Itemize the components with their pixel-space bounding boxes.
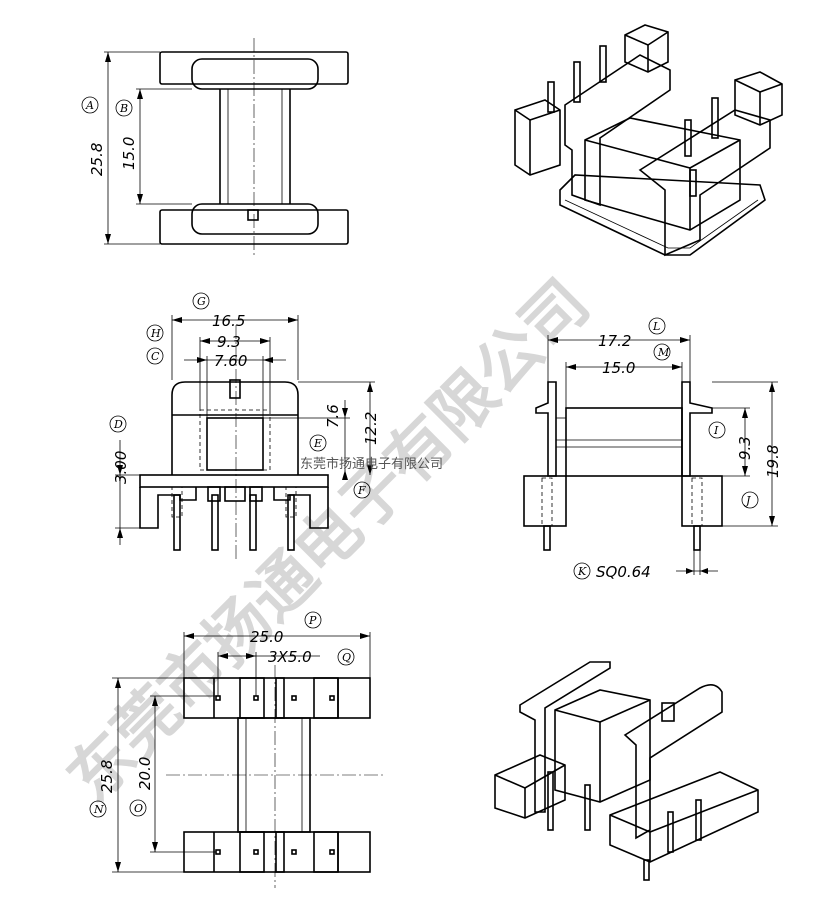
dim-C-value: 7.60	[214, 352, 247, 370]
dim-K-label: K	[577, 565, 587, 578]
view-top-left: 25.8 A 15.0 B	[81, 38, 349, 258]
dim-B-label: B	[119, 102, 128, 115]
dim-J-value: 19.8	[764, 445, 782, 478]
view-middle-right-side: 17.2 L 15.0 M 9.3 I 19.8 J	[523, 317, 782, 581]
view-middle-left-front: 16.5 G 9.3 H 7.60 C 3.00 D 7.6	[109, 292, 380, 560]
dim-L-label: L	[652, 320, 660, 333]
dim-G-label: G	[197, 295, 206, 308]
dim-C-label: C	[151, 350, 160, 363]
dim-F-value: 12.2	[362, 412, 380, 445]
dim-I-label: I	[713, 424, 719, 437]
dim-E-label: E	[313, 437, 322, 450]
dim-O-value: 20.0	[136, 757, 154, 790]
dim-N-value: 25.8	[98, 760, 116, 793]
dim-E-value: 7.6	[324, 404, 342, 428]
dim-H-value: 9.3	[217, 333, 241, 351]
dim-D-value: 3.00	[112, 451, 130, 484]
dim-B-value: 15.0	[120, 137, 138, 170]
view-bottom-right-isometric	[494, 661, 759, 881]
dim-H-label: H	[150, 327, 161, 340]
dim-L-value: 17.2	[598, 332, 631, 350]
dim-Q-label: Q	[342, 651, 351, 664]
dim-O-label: O	[134, 802, 143, 815]
dim-A-label: A	[85, 99, 94, 112]
dim-J-label: J	[744, 494, 751, 507]
dim-I-value: 9.3	[736, 436, 754, 460]
dim-N-label: N	[93, 803, 104, 816]
view-top-right-isometric	[514, 24, 783, 257]
dim-D-label: D	[113, 418, 123, 431]
dim-G-value: 16.5	[212, 312, 245, 330]
watermark-small-text: 东莞市扬通电子有限公司	[300, 456, 443, 472]
dim-P-value: 25.0	[250, 628, 283, 646]
dim-M-label: M	[657, 346, 670, 359]
dim-M-value: 15.0	[602, 359, 635, 377]
watermark: 东莞市扬通电子有限公司	[54, 266, 604, 816]
view-bottom-left-top: 25.0 P 3X5.0 Q 25.8 N 20.0 O	[89, 611, 384, 888]
dim-P-label: P	[308, 614, 317, 627]
dim-K-value: SQ0.64	[596, 563, 651, 581]
dim-F-label: F	[357, 484, 366, 497]
watermark-large-text: 东莞市扬通电子有限公司	[54, 266, 604, 816]
dim-A-value: 25.8	[88, 143, 106, 176]
dim-Q-value: 3X5.0	[268, 648, 312, 666]
